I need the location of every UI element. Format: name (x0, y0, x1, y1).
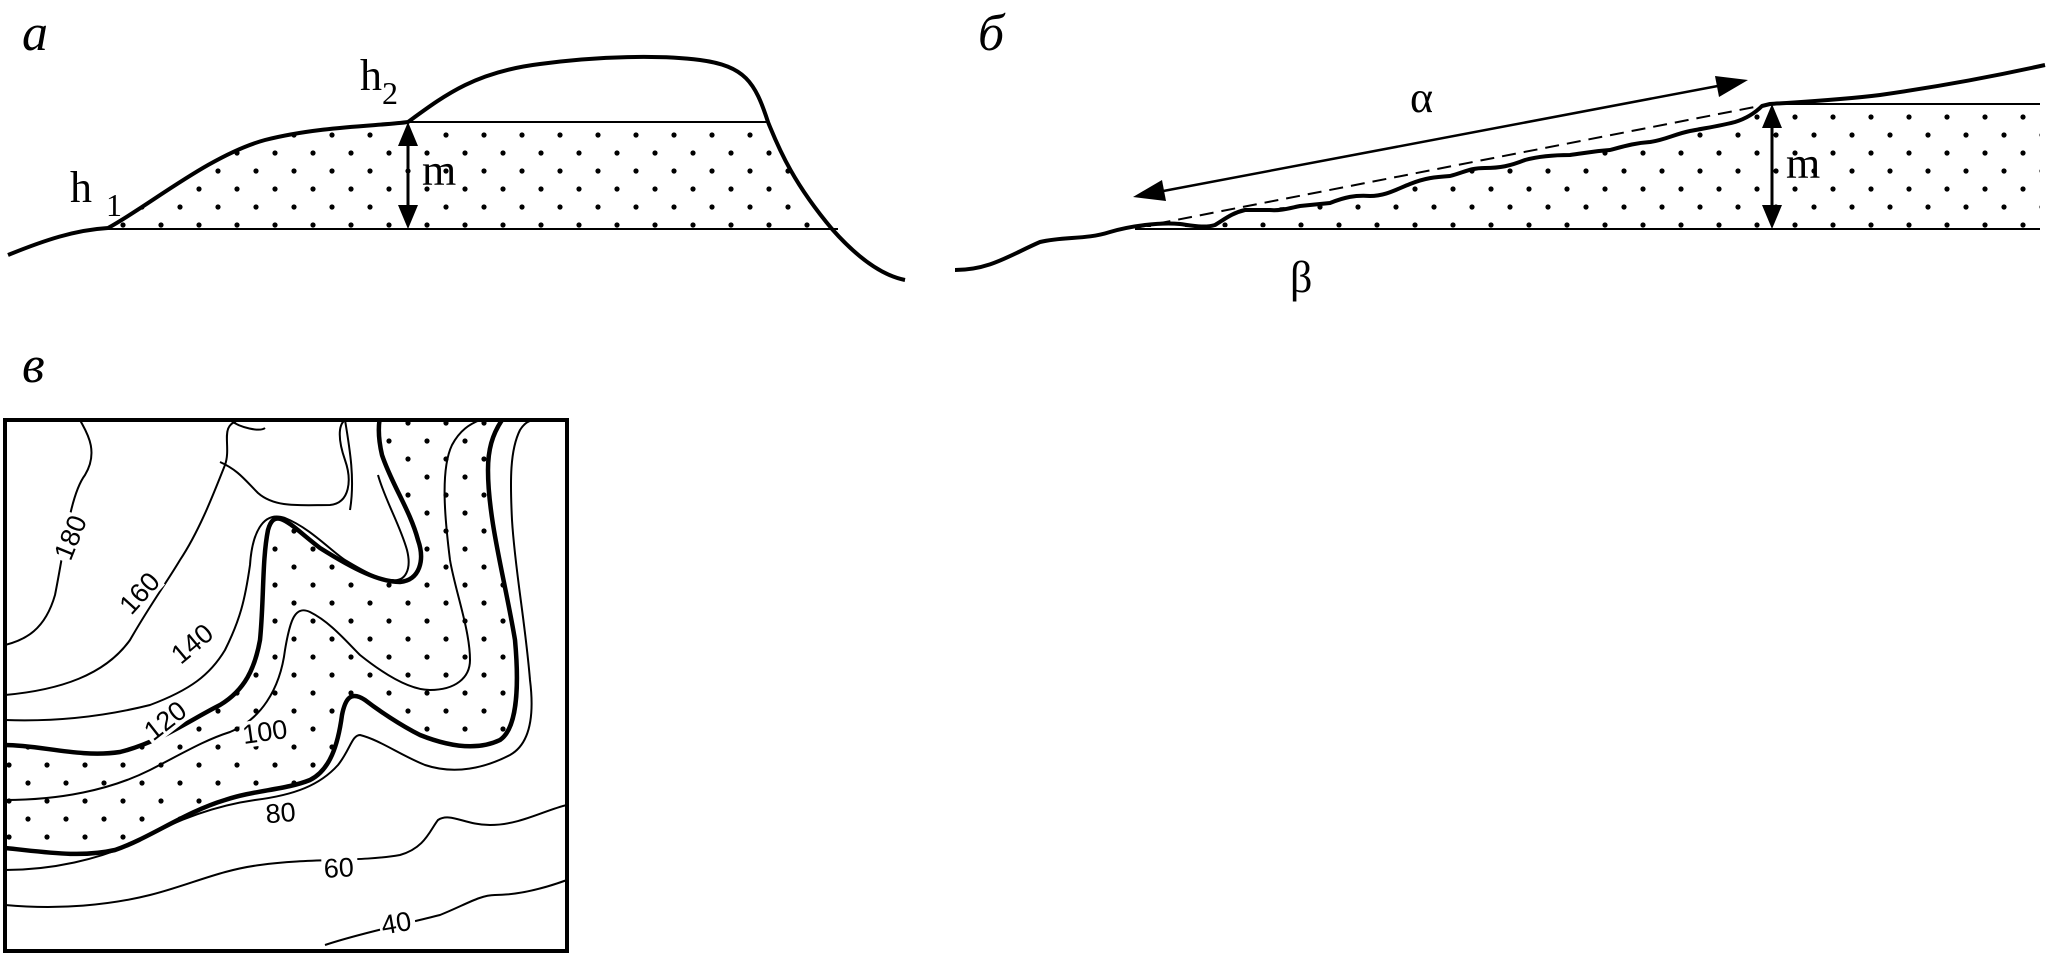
contour-line-100 (5, 420, 481, 801)
panel-a-letter: а (22, 5, 48, 62)
panel-c-letter: в (22, 337, 45, 394)
contour-label-160-group: 160 (113, 566, 166, 621)
panel-b-thickness-label: m (1786, 139, 1820, 188)
contour-label-40: 40 (379, 906, 414, 941)
contour-label-140: 140 (165, 618, 219, 670)
contour-label-60-group: 60 (321, 852, 359, 884)
panel-a-thickness-arrow (398, 122, 418, 229)
panel-b: б m α β (954, 5, 2046, 302)
panel-b-alpha-label: α (1410, 73, 1433, 122)
panel-a-layer-fill (108, 122, 832, 229)
contour-line-inner-3 (344, 420, 354, 511)
contour-line-40 (324, 879, 567, 946)
panel-b-beta-label: β (1290, 253, 1312, 302)
contour-line-160 (5, 420, 241, 696)
panel-b-slope-arrow (1133, 76, 1748, 201)
panel-b-terrain-profile (954, 63, 2046, 272)
panel-c: в 180 160 (3, 337, 569, 953)
contour-line-80 (5, 420, 536, 871)
panel-a-h2-subscript: 2 (382, 75, 398, 111)
panel-a-h1-subscript: 1 (106, 187, 122, 223)
layer-contact-upper (5, 420, 424, 756)
panel-a-h2-label: h (360, 51, 382, 100)
contour-label-160: 160 (113, 566, 165, 620)
panel-a-thickness-label: m (422, 146, 456, 195)
panel-a-terrain-profile (7, 54, 906, 282)
contour-line-inner-2 (219, 420, 350, 507)
contour-label-180-group: 180 (48, 511, 93, 566)
contour-label-60: 60 (323, 852, 355, 884)
contour-label-40-group: 40 (377, 906, 418, 941)
map-frame (3, 418, 569, 953)
contour-label-80-group: 80 (262, 797, 301, 830)
contour-label-140-group: 140 (165, 618, 219, 670)
contour-label-100-group: 100 (238, 714, 290, 750)
panel-b-letter: б (978, 5, 1006, 62)
panel-b-thickness-arrow (1762, 104, 1782, 229)
layer-contact-lower (5, 420, 520, 857)
contour-label-100: 100 (240, 714, 289, 750)
contour-label-80: 80 (264, 797, 297, 830)
panel-a: а m h 1 h 2 (7, 5, 906, 282)
panel-b-dashed-slope (1134, 103, 1771, 229)
contour-line-inner-1 (5, 474, 410, 722)
panel-a-h1-label: h (70, 163, 92, 212)
